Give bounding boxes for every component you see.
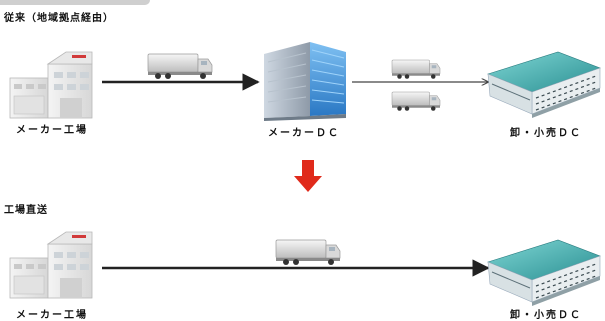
- factory-label: メーカー工場: [16, 310, 88, 321]
- retail-dc-label: 卸・小売ＤＣ: [510, 128, 582, 139]
- maker-dc-label: メーカーＤＣ: [268, 128, 340, 139]
- down-arrow-icon: [294, 160, 322, 192]
- section-title-conventional: 従来（地域拠点経由）: [4, 13, 114, 24]
- warehouse-icon: [487, 239, 601, 307]
- factory-icon: [9, 231, 93, 299]
- truck-icon: [147, 53, 213, 80]
- office-building-icon: [264, 42, 346, 121]
- section-title-direct: 工場直送: [4, 205, 48, 216]
- truck-icon: [391, 59, 441, 80]
- warehouse-icon: [487, 51, 601, 119]
- factory-label: メーカー工場: [16, 125, 88, 136]
- truck-icon: [391, 91, 441, 112]
- retail-dc-label: 卸・小売ＤＣ: [510, 310, 582, 321]
- header-tab-strip: [0, 0, 150, 5]
- factory-icon: [9, 51, 93, 119]
- truck-icon: [275, 239, 341, 266]
